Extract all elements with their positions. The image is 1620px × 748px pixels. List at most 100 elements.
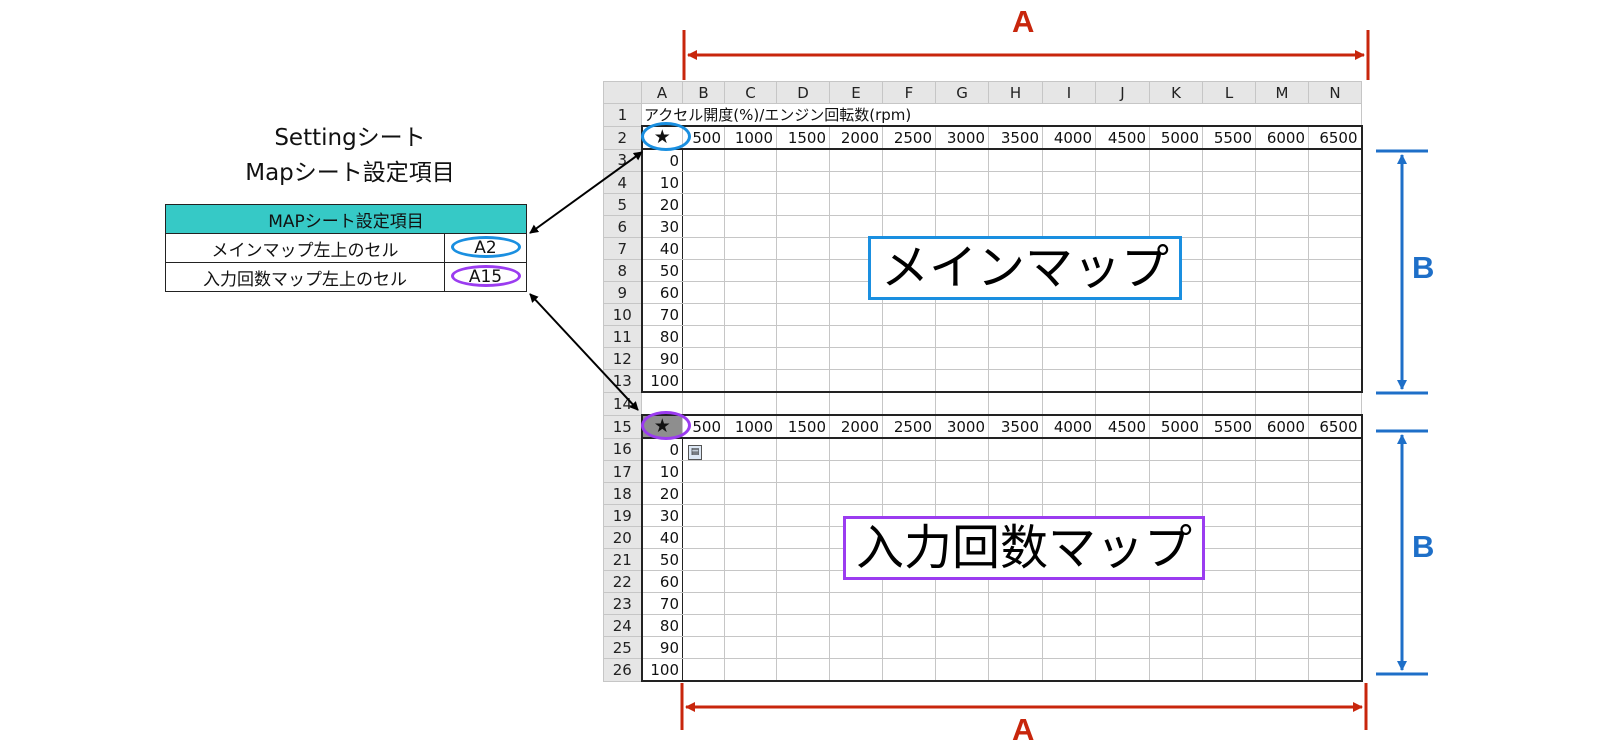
rpm-header-cell[interactable]: 1000 bbox=[724, 125, 777, 150]
row-header[interactable]: 23 bbox=[603, 592, 642, 615]
accel-value-cell[interactable]: 70 bbox=[640, 303, 683, 326]
empty-cell[interactable] bbox=[1202, 391, 1256, 416]
row-header[interactable]: 7 bbox=[603, 237, 642, 260]
accel-value-cell[interactable]: 40 bbox=[640, 237, 683, 260]
accel-value-cell[interactable]: 10 bbox=[640, 460, 683, 483]
rpm-header-cell[interactable]: 6000 bbox=[1255, 125, 1309, 150]
accel-value-cell[interactable]: 30 bbox=[640, 215, 683, 238]
column-header[interactable]: M bbox=[1255, 81, 1309, 104]
accel-value-cell[interactable]: 40 bbox=[640, 526, 683, 549]
rpm-header-cell[interactable]: 1500 bbox=[776, 125, 830, 150]
column-header[interactable]: I bbox=[1042, 81, 1096, 104]
column-header[interactable]: N bbox=[1308, 81, 1362, 104]
rpm-header-cell[interactable]: 4000 bbox=[1042, 125, 1096, 150]
accel-value-cell[interactable]: 100 bbox=[640, 658, 683, 682]
link-arrow-count bbox=[529, 293, 639, 411]
empty-cell[interactable] bbox=[776, 391, 830, 416]
height-label-upper: B bbox=[1412, 250, 1435, 285]
rpm-header-cell[interactable]: 5000 bbox=[1149, 414, 1203, 439]
star-icon: ★ bbox=[653, 126, 671, 148]
rpm-header-cell[interactable]: 3000 bbox=[935, 414, 989, 439]
rpm-header-cell[interactable]: 2500 bbox=[882, 125, 936, 150]
caption-line-2: Mapシート設定項目 bbox=[245, 160, 455, 186]
row-header[interactable]: 20 bbox=[603, 526, 642, 549]
accel-value-cell[interactable]: 60 bbox=[640, 570, 683, 593]
rpm-header-cell[interactable]: 5000 bbox=[1149, 125, 1203, 150]
width-label-top: A bbox=[1012, 4, 1035, 39]
row-header[interactable]: 2 bbox=[603, 125, 642, 150]
map-cell[interactable] bbox=[1308, 347, 1363, 370]
accel-value-cell[interactable]: 90 bbox=[640, 347, 683, 370]
row-header[interactable]: 15 bbox=[603, 414, 642, 439]
rpm-header-cell[interactable]: 4500 bbox=[1095, 414, 1150, 439]
rpm-header-cell[interactable]: 3500 bbox=[988, 414, 1043, 439]
rpm-header-cell[interactable]: 4000 bbox=[1042, 414, 1096, 439]
settings-value-main[interactable]: A2 bbox=[444, 233, 527, 263]
empty-cell[interactable] bbox=[1042, 391, 1096, 416]
map-cell[interactable] bbox=[1308, 636, 1363, 659]
rpm-header-cell[interactable]: 3000 bbox=[935, 125, 989, 150]
rpm-header-cell[interactable]: 6000 bbox=[1255, 414, 1309, 439]
empty-cell[interactable] bbox=[1095, 391, 1150, 416]
row-header[interactable]: 26 bbox=[603, 658, 642, 682]
accel-value-cell[interactable]: 100 bbox=[640, 369, 683, 393]
empty-cell[interactable] bbox=[682, 391, 725, 416]
map-cell[interactable] bbox=[1308, 369, 1363, 393]
rpm-header-cell[interactable]: 2000 bbox=[829, 125, 883, 150]
accel-value-cell[interactable]: 80 bbox=[640, 325, 683, 348]
rpm-header-cell[interactable]: 1000 bbox=[724, 414, 777, 439]
rpm-header-cell[interactable]: 6500 bbox=[1308, 125, 1363, 150]
column-header[interactable]: A bbox=[641, 81, 683, 104]
accel-value-cell[interactable]: 50 bbox=[640, 259, 683, 282]
rpm-header-cell[interactable]: 3500 bbox=[988, 125, 1043, 150]
row-header[interactable]: 18 bbox=[603, 482, 642, 505]
rpm-header-cell[interactable]: 5500 bbox=[1202, 414, 1256, 439]
empty-cell[interactable] bbox=[1308, 391, 1362, 416]
settings-value-count[interactable]: A15 bbox=[444, 262, 527, 292]
star-icon: ★ bbox=[653, 415, 671, 437]
purple-ring-highlight bbox=[451, 265, 521, 287]
row-header[interactable]: 1 bbox=[603, 103, 642, 127]
height-label-lower: B bbox=[1412, 529, 1435, 564]
rpm-header-cell[interactable]: 6500 bbox=[1308, 414, 1363, 439]
purple-ring-highlight bbox=[640, 411, 691, 440]
column-header[interactable]: H bbox=[988, 81, 1043, 104]
column-header[interactable]: E bbox=[829, 81, 883, 104]
settings-label-count: 入力回数マップ左上のセル bbox=[165, 262, 445, 292]
accel-value-cell[interactable]: 60 bbox=[640, 281, 683, 304]
column-header[interactable]: K bbox=[1149, 81, 1203, 104]
width-label-bottom: A bbox=[1012, 712, 1035, 747]
row-header[interactable]: 22 bbox=[603, 570, 642, 593]
caption-line-1: Settingシート bbox=[274, 125, 426, 151]
settings-label-main: メインマップ左上のセル bbox=[165, 233, 445, 263]
accel-value-cell[interactable]: 90 bbox=[640, 636, 683, 659]
lower-height-dimension bbox=[1376, 429, 1428, 676]
empty-cell[interactable] bbox=[882, 391, 936, 416]
column-header[interactable]: C bbox=[724, 81, 777, 104]
rpm-header-cell[interactable]: 1500 bbox=[776, 414, 830, 439]
column-header[interactable]: F bbox=[882, 81, 936, 104]
column-header[interactable]: G bbox=[935, 81, 989, 104]
settings-row-count: 入力回数マップ左上のセル A15 bbox=[165, 262, 527, 292]
star-cell[interactable]: ★ bbox=[640, 411, 691, 440]
row-header[interactable]: 21 bbox=[603, 548, 642, 571]
blue-ring-highlight bbox=[451, 236, 521, 258]
map-cell[interactable] bbox=[1308, 658, 1363, 682]
rpm-header-cell[interactable]: 5500 bbox=[1202, 125, 1256, 150]
settings-row-main: メインマップ左上のセル A2 bbox=[165, 233, 527, 263]
paste-icon[interactable]: ▤ bbox=[688, 445, 702, 460]
column-header[interactable]: D bbox=[776, 81, 830, 104]
rpm-header-cell[interactable]: 2500 bbox=[882, 414, 936, 439]
column-header[interactable]: B bbox=[682, 81, 725, 104]
accel-value-cell[interactable]: 70 bbox=[640, 592, 683, 615]
row-header[interactable]: 25 bbox=[603, 636, 642, 659]
column-header[interactable]: L bbox=[1202, 81, 1256, 104]
star-cell[interactable]: ★ bbox=[640, 122, 691, 151]
sheet-corner[interactable] bbox=[603, 81, 642, 104]
